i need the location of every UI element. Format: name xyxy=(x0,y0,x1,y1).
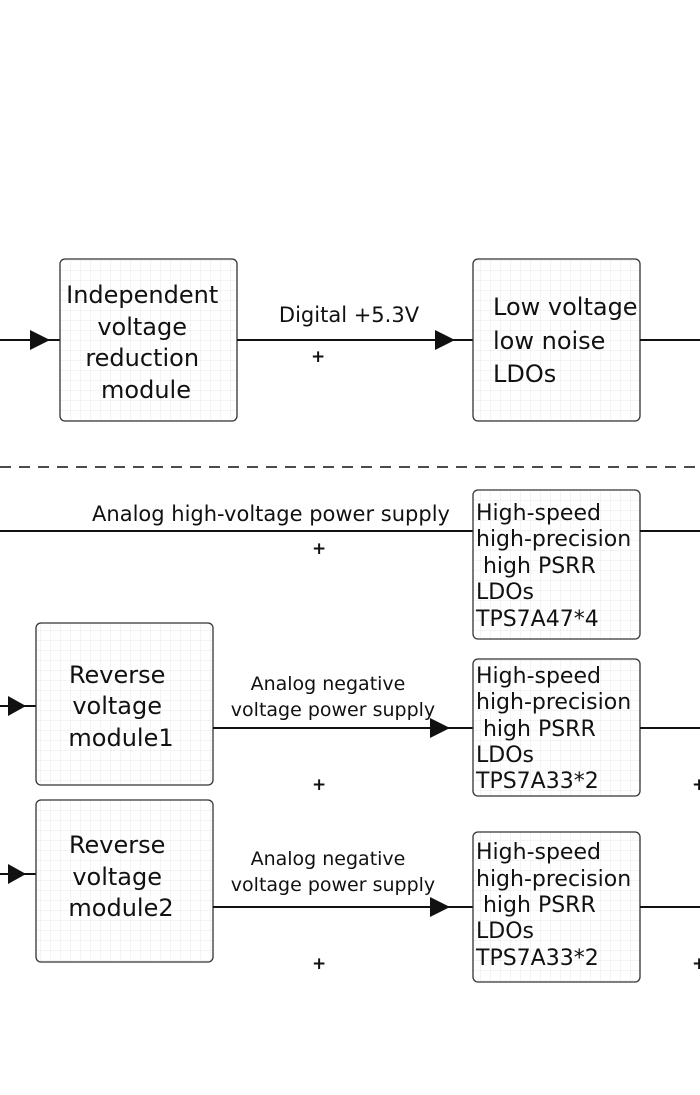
arrow-analog-neg-1 xyxy=(430,718,450,738)
block-reverse1-text: Reverse voltage module1 xyxy=(68,661,173,752)
capacitor-3b xyxy=(335,728,383,812)
block-tps7a33-a-text: High-speed high-precision high PSRR LDOs… xyxy=(475,664,638,794)
label-analog-neg-1: Analog negative voltage power supply xyxy=(231,673,435,721)
capacitor-2b xyxy=(335,531,383,615)
arrow-input-4 xyxy=(8,864,26,884)
block-low-ldo-text: Low voltage low noise LDOs xyxy=(493,293,645,388)
block-independent-text: Independent voltage reduction module xyxy=(66,281,226,404)
capacitor-out-4 xyxy=(664,907,700,991)
label-analog-neg-2: Analog negative voltage power supply xyxy=(231,848,435,896)
label-digital-voltage: Digital +5.3V xyxy=(279,303,420,327)
block-reverse-voltage-1 xyxy=(35,622,214,786)
capacitor-polarized-4 xyxy=(281,907,329,991)
block-reverse2-text: Reverse voltage module2 xyxy=(68,831,173,922)
arrow-analog-neg-2 xyxy=(430,897,450,917)
polarity-mark-1: + xyxy=(311,347,325,367)
capacitor-out-1 xyxy=(666,340,700,424)
capacitor-4b xyxy=(335,907,383,991)
polarity-mark-out-3: + xyxy=(692,775,700,795)
block-reverse-voltage-2 xyxy=(35,799,214,963)
block-tps7a47 xyxy=(472,489,641,640)
polarity-mark-4: + xyxy=(312,954,326,974)
polarity-mark-2: + xyxy=(312,539,326,559)
polarity-mark-3: + xyxy=(312,775,326,795)
block-tps7a47-text: High-speed high-precision high PSRR LDOs… xyxy=(475,501,638,632)
capacitor-1b xyxy=(333,340,381,424)
arrow-digital xyxy=(435,330,455,350)
capacitor-out-3 xyxy=(664,728,700,812)
polarity-mark-out-4: + xyxy=(692,954,700,974)
block-tps7a33-b-text: High-speed high-precision high PSRR LDOs… xyxy=(475,840,638,971)
capacitor-polarized-3 xyxy=(281,728,329,812)
arrow-input-1 xyxy=(30,330,50,350)
capacitor-out-2 xyxy=(666,531,700,615)
label-analog-high: Analog high-voltage power supply xyxy=(92,502,450,526)
arrow-input-3 xyxy=(8,696,26,716)
